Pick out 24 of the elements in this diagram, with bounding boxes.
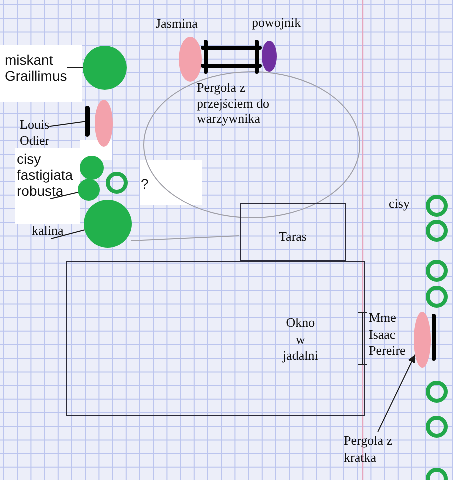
terrace-outline: [240, 203, 346, 261]
leader-line: [50, 230, 86, 240]
shrub-symbol: [84, 200, 132, 248]
window-label: Okno w jadalni: [283, 315, 318, 364]
rose-symbol: [414, 312, 431, 368]
plant-name-label: powojnik: [252, 15, 302, 31]
shrub-symbol: [78, 179, 100, 201]
question-mark-label: ?: [141, 176, 149, 192]
plant-name-label: Jasmina: [156, 16, 198, 32]
plant-name-label: kalina: [32, 223, 64, 239]
leader-line: [49, 121, 86, 128]
plant-name-label: Louis Odier: [20, 117, 50, 149]
plant-name-label: Mme Isaac Pereire: [369, 310, 406, 360]
pergola-label: Pergola z kratka: [344, 432, 406, 466]
terrace-label: Taras: [279, 229, 307, 245]
plant-name-label: miskant Graillimus: [5, 52, 68, 84]
shrub-symbol: [83, 46, 127, 90]
pergola-label: Pergola z przejściem do warzywnika: [197, 80, 271, 126]
house-outline: [66, 261, 365, 416]
trellis-bar: [85, 106, 90, 137]
leader-line: [50, 192, 79, 200]
plant-name-label: cisy fastigiata robusta: [17, 151, 74, 199]
plant-name-label: cisy: [389, 196, 410, 212]
arrow: [378, 354, 416, 432]
